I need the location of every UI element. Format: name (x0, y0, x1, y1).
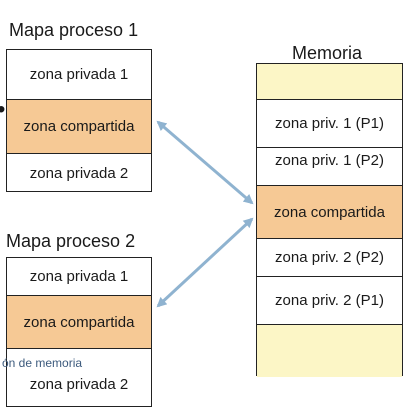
memory-map: zona priv. 1 (P1) zona priv. 1 (P2) zona… (256, 63, 403, 377)
memory-empty-bottom (257, 324, 402, 377)
memory-zone-priv1-p2: zona priv. 1 (P2) (257, 147, 402, 185)
process2-map: zona privada 1 zona compartida zona priv… (6, 257, 152, 407)
process1-zone-private-2: zona privada 2 (7, 153, 151, 193)
process1-zone-private-1: zona privada 1 (29, 66, 129, 83)
process1-zone-shared: zona compartida (7, 99, 151, 153)
memory-empty-top (257, 64, 402, 99)
memory-zone-priv2-p2: zona priv. 2 (P2) (257, 238, 402, 276)
process2-title: Mapa proceso 2 (6, 231, 136, 251)
memory-zone-priv1-p1: zona priv. 1 (P1) (257, 99, 402, 147)
edge-bullet: • (0, 98, 5, 122)
process2-zone-private-2: zona privada 2 (7, 348, 151, 408)
process2-zone-shared: zona compartida (7, 295, 151, 348)
process1-map: zona privada 1 zona compartida zona priv… (6, 49, 152, 192)
arrow-process2-to-memory (156, 217, 254, 308)
memory-zone-shared: zona compartida (257, 185, 402, 238)
process2-zone-private-1: zona privada 1 (29, 268, 129, 285)
overlay-caption-fragment: ón de memoria (2, 356, 83, 370)
memory-title: Memoria (292, 43, 363, 63)
arrow-process1-to-memory (156, 120, 254, 205)
memory-zone-priv2-p1: zona priv. 2 (P1) (257, 276, 402, 324)
process1-title: Mapa proceso 1 (9, 20, 139, 40)
